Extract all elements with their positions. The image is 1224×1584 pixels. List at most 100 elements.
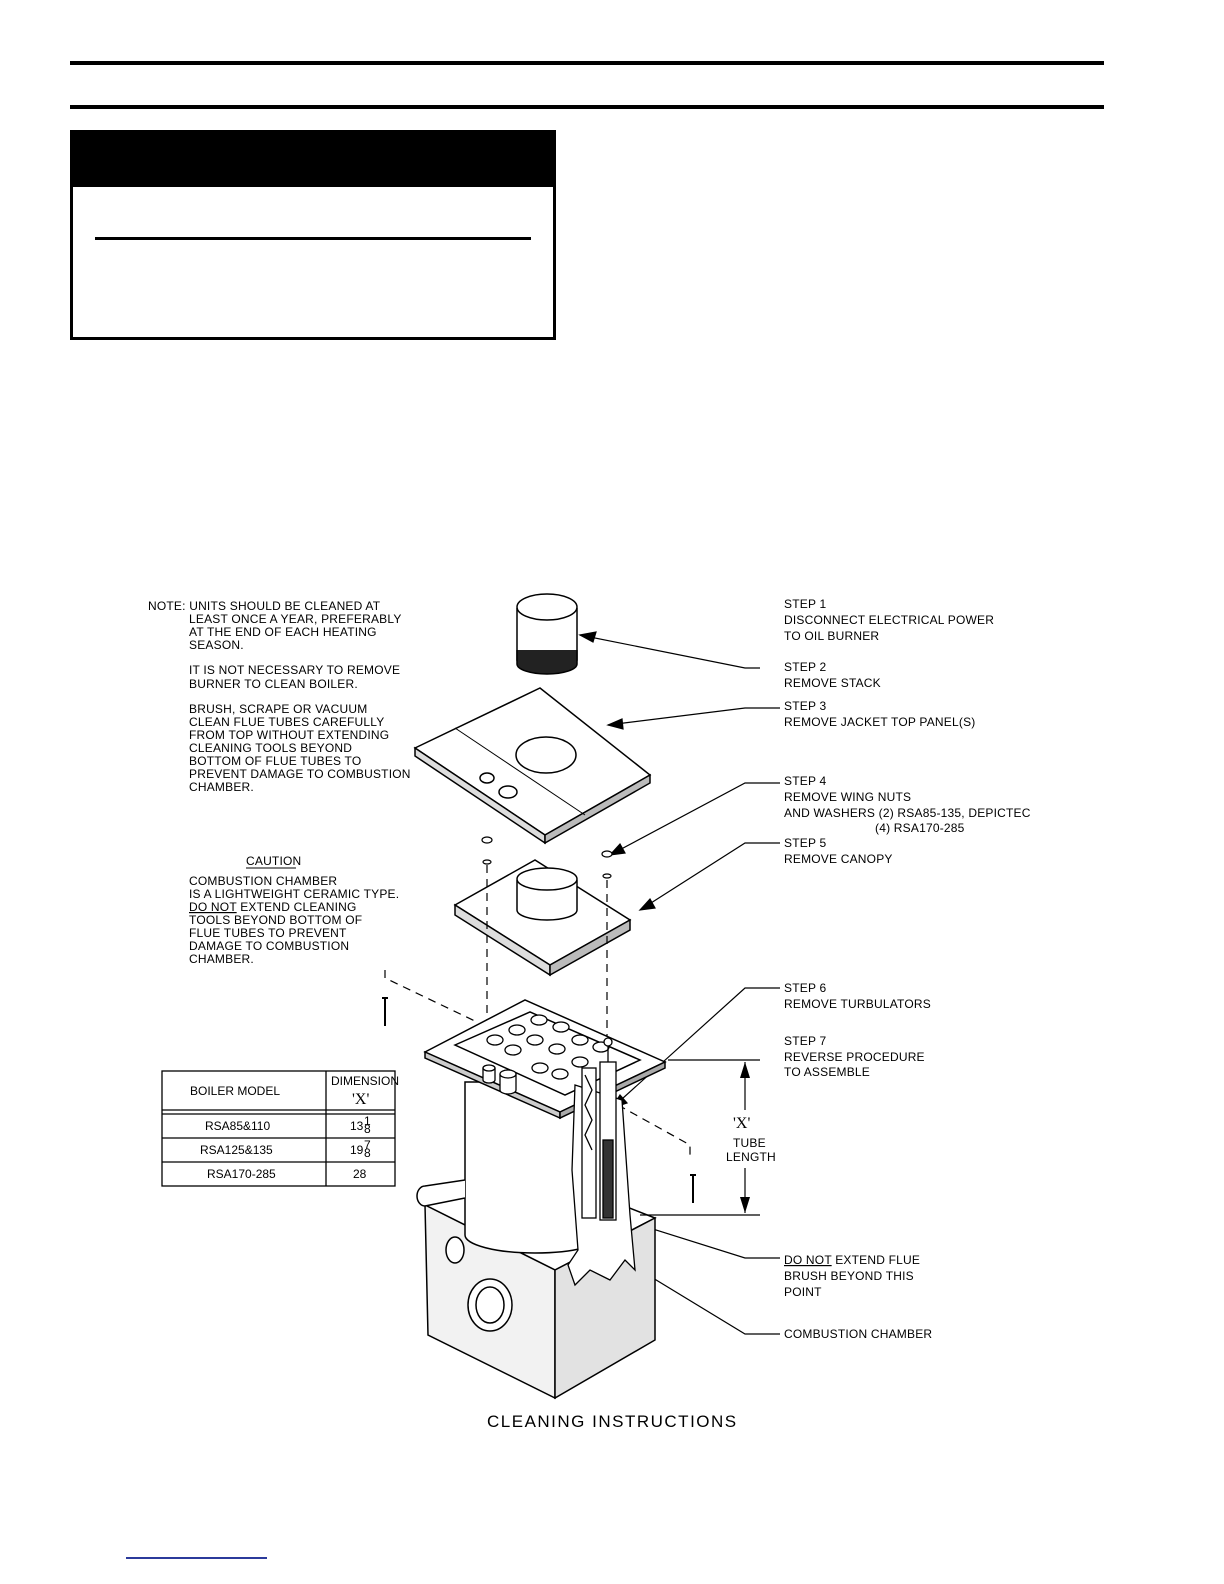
leader-step-3	[607, 707, 780, 726]
wing-nuts	[481, 836, 613, 879]
alignment-dashes	[384, 865, 691, 1155]
step-4-text: AND WASHERS (2) RSA85-135, DEPICTEC	[784, 806, 1031, 820]
stack-top	[516, 593, 578, 621]
note-line: SEASON.	[189, 638, 244, 652]
flue-tube	[571, 1034, 589, 1046]
table-cell-dim-num: 1	[364, 1114, 371, 1128]
canopy-part	[453, 859, 632, 977]
leader-donot	[617, 1217, 780, 1259]
table-cell-model: RSA170-285	[207, 1167, 276, 1181]
flue-tube	[552, 1021, 570, 1033]
footer-link-underline	[126, 1557, 267, 1559]
outlet-pipe	[416, 1179, 466, 1207]
table-cell-dim-den: 8	[364, 1122, 371, 1136]
step-4-text: (4) RSA170-285	[875, 821, 965, 835]
step-2-title: STEP 2	[784, 660, 826, 674]
caution-title: CAUTION	[246, 854, 301, 868]
donot-emph: DO NOT	[784, 1253, 832, 1267]
dim-arrow	[740, 1197, 750, 1213]
note-block: NOTE: UNITS SHOULD BE CLEANED AT LEAST O…	[148, 599, 410, 794]
note-line: NOTE: UNITS SHOULD BE CLEANED AT	[148, 599, 381, 613]
sight-port	[445, 1236, 465, 1264]
tappings	[482, 1064, 517, 1095]
canopy-collar-top	[516, 867, 578, 891]
caution-line: IS A LIGHTWEIGHT CERAMIC TYPE.	[189, 887, 399, 901]
dim-length-label: LENGTH	[726, 1150, 776, 1164]
table-cell-dim-den: 8	[364, 1146, 371, 1160]
step-4-title: STEP 4	[784, 774, 826, 788]
dash-line	[384, 970, 478, 1023]
donot-rest: EXTEND FLUE	[832, 1253, 920, 1267]
dim-tube-label: TUBE	[733, 1136, 766, 1150]
note-line: AT THE END OF EACH HEATING	[189, 625, 377, 639]
screws	[382, 997, 696, 1203]
step-1-text: TO OIL BURNER	[784, 629, 879, 643]
caution-block: CAUTION COMBUSTION CHAMBER IS A LIGHTWEI…	[189, 854, 399, 966]
caution-line: FLUE TUBES TO PREVENT	[189, 926, 347, 940]
tapping	[499, 1074, 517, 1095]
donot-label: BRUSH BEYOND THIS	[784, 1269, 914, 1283]
arrowhead	[638, 897, 656, 911]
flue-tube	[531, 1062, 549, 1074]
tapping	[482, 1068, 496, 1084]
step-7-text: TO ASSEMBLE	[784, 1065, 870, 1079]
caution-line: TOOLS BEYOND BOTTOM OF	[189, 913, 362, 927]
arrowhead	[606, 718, 624, 730]
stack-collar	[516, 650, 578, 675]
note-line: CLEAN FLUE TUBES CAREFULLY	[189, 715, 384, 729]
warning-box	[70, 130, 556, 340]
caution-line: CHAMBER.	[189, 952, 254, 966]
step-1-text: DISCONNECT ELECTRICAL POWER	[784, 613, 994, 627]
caution-rest: EXTEND CLEANING	[237, 900, 357, 914]
step-labels: STEP 1 DISCONNECT ELECTRICAL POWER TO OI…	[784, 597, 1031, 1341]
panel-side-edge	[544, 773, 651, 845]
step-5-title: STEP 5	[784, 836, 826, 850]
flue-tube	[526, 1034, 544, 1046]
table-cell-dim-num: 7	[364, 1138, 371, 1152]
panel-flue-hole	[515, 736, 577, 774]
canopy-collar	[516, 880, 578, 921]
canopy-side-edge	[549, 918, 631, 977]
cutaway	[567, 1037, 636, 1287]
stack-part	[516, 593, 578, 675]
note-line: CLEANING TOOLS BEYOND	[189, 741, 352, 755]
warning-divider	[95, 237, 531, 240]
step-1-title: STEP 1	[784, 597, 826, 611]
table-frame	[161, 1070, 396, 1187]
note-line: FROM TOP WITHOUT EXTENDING	[189, 728, 389, 742]
step-3-text: REMOVE JACKET TOP PANEL(S)	[784, 715, 975, 729]
flue-tube	[504, 1044, 522, 1056]
table-cell-dim: 28	[353, 1167, 367, 1181]
boiler-model-table: BOILER MODEL DIMENSION 'X' RSA85&110 13 …	[161, 1070, 399, 1187]
donot-label: DO NOT EXTEND FLUE	[784, 1253, 920, 1267]
note-line: BRUSH, SCRAPE OR VACUUM	[189, 702, 367, 716]
step-4-text: REMOVE WING NUTS	[784, 790, 911, 804]
leader-step-2	[579, 634, 760, 669]
washer	[602, 873, 612, 879]
panel-small-hole	[479, 772, 495, 784]
step-6-text: REMOVE TURBULATORS	[784, 997, 931, 1011]
table-header-model: BOILER MODEL	[190, 1084, 280, 1098]
table-header-x: 'X'	[352, 1091, 369, 1108]
table-header-dimension: DIMENSION	[331, 1074, 399, 1088]
step-2-text: REMOVE STACK	[784, 676, 881, 690]
tapping-top	[482, 1064, 496, 1072]
leader-combustion	[619, 1257, 780, 1335]
step-5-text: REMOVE CANOPY	[784, 852, 893, 866]
dim-x-label: 'X'	[733, 1115, 750, 1132]
flue-brush	[602, 1139, 614, 1219]
flue-tubes	[486, 1014, 610, 1080]
note-line: CHAMBER.	[189, 780, 254, 794]
header-rule-bottom	[70, 105, 1104, 109]
table-cell-model: RSA125&135	[200, 1143, 273, 1157]
dimension-x: 'X' TUBE LENGTH	[640, 1059, 776, 1216]
step-3-title: STEP 3	[784, 699, 826, 713]
note-line: LEAST ONCE A YEAR, PREFERABLY	[189, 612, 402, 626]
table-cell-model: RSA85&110	[205, 1119, 270, 1133]
caution-line: DAMAGE TO COMBUSTION	[189, 939, 349, 953]
flue-tube	[508, 1024, 526, 1036]
leader-lines	[578, 631, 780, 1335]
table-cell-dim: 13	[350, 1119, 364, 1133]
caution-emph: DO NOT	[189, 900, 237, 914]
panel-small-hole	[498, 785, 518, 799]
